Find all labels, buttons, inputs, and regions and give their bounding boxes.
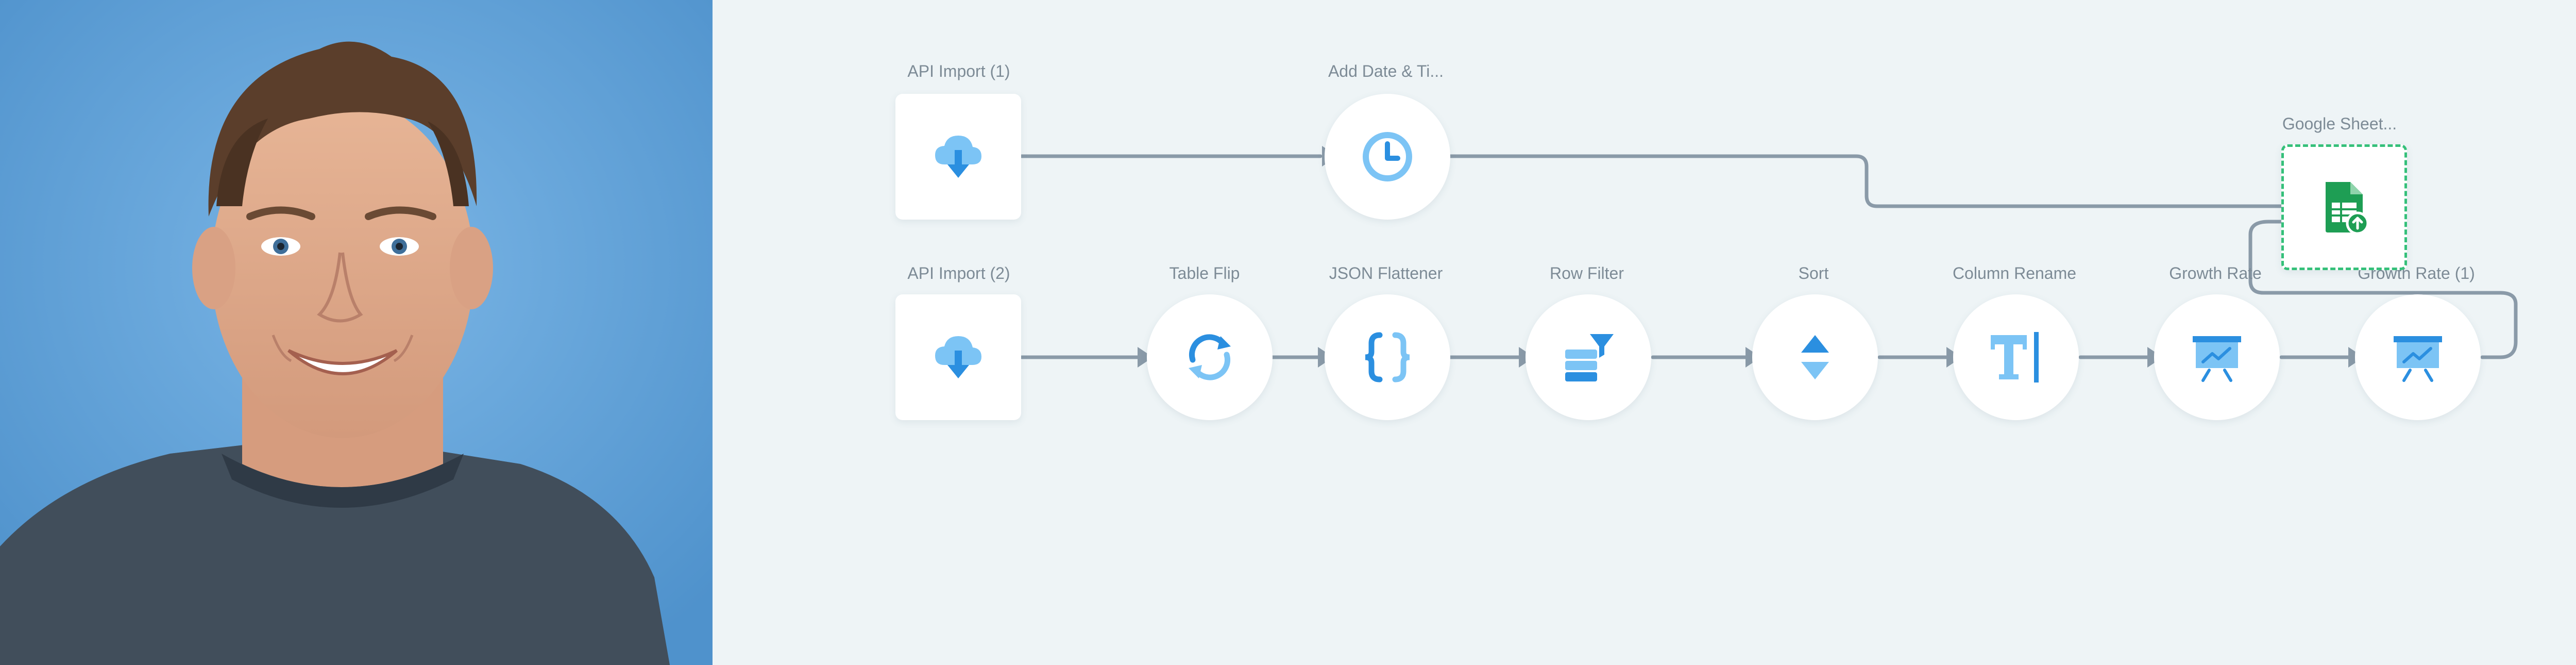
node-column-rename[interactable] bbox=[1953, 294, 2079, 420]
node-label-sort: Sort bbox=[1798, 264, 1829, 282]
node-label-api-import-2: API Import (2) bbox=[907, 264, 1010, 282]
node-google-sheets[interactable] bbox=[2281, 144, 2407, 270]
filter-stack-icon bbox=[1565, 334, 1614, 381]
sort-icon bbox=[1801, 335, 1829, 379]
node-label-column-rename: Column Rename bbox=[1952, 264, 2077, 282]
refresh-icon bbox=[1189, 334, 1231, 380]
node-label-add-date-time: Add Date & Ti... bbox=[1328, 62, 1444, 80]
node-add-date-time[interactable] bbox=[1325, 94, 1450, 220]
node-label-json-flattener: JSON Flattener bbox=[1329, 264, 1443, 282]
node-sort[interactable] bbox=[1752, 294, 1878, 420]
cloud-download-icon bbox=[935, 136, 981, 178]
clock-icon bbox=[1363, 132, 1412, 181]
node-growth-rate-1[interactable] bbox=[2355, 294, 2481, 420]
node-row-filter[interactable] bbox=[1526, 294, 1651, 420]
curly-braces-icon bbox=[1365, 332, 1410, 383]
node-table-flip[interactable] bbox=[1147, 294, 1273, 420]
node-json-flattener[interactable] bbox=[1325, 294, 1450, 420]
node-label-api-import-1: API Import (1) bbox=[907, 62, 1010, 80]
person-photo bbox=[0, 0, 713, 665]
node-api-import-2[interactable] bbox=[895, 294, 1021, 420]
workflow-canvas[interactable]: API Import (1) Add Date & Ti... Google S… bbox=[713, 0, 2576, 665]
cloud-download-icon bbox=[935, 336, 981, 378]
presentation-chart-icon bbox=[2193, 336, 2241, 382]
presentation-chart-icon bbox=[2394, 336, 2442, 382]
node-api-import-1[interactable] bbox=[895, 94, 1021, 220]
node-label-table-flip: Table Flip bbox=[1169, 264, 1240, 282]
node-growth-rate[interactable] bbox=[2154, 294, 2280, 420]
text-cursor-icon bbox=[1991, 332, 2039, 383]
node-label-google-sheets: Google Sheet... bbox=[2282, 114, 2397, 133]
google-sheets-upload-icon bbox=[2326, 182, 2369, 235]
node-label-growth-rate: Growth Rate bbox=[2169, 264, 2262, 282]
node-label-row-filter: Row Filter bbox=[1549, 264, 1624, 282]
